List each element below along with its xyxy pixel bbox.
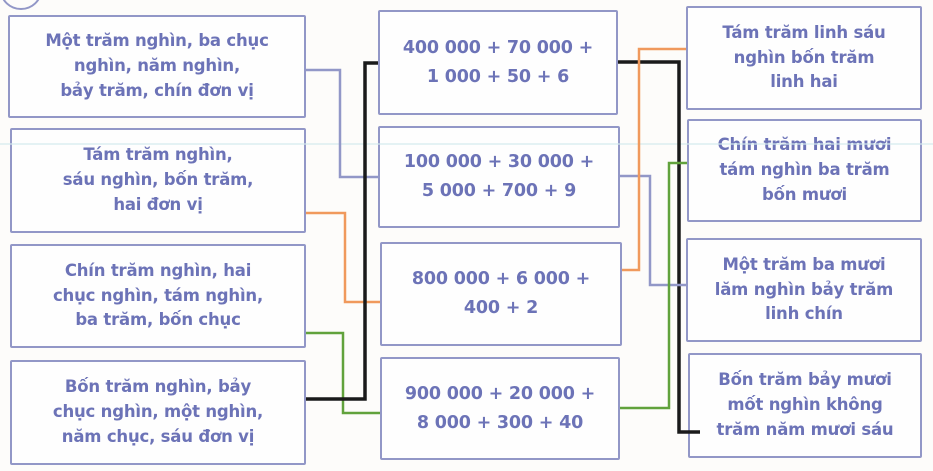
- connector-middle-3-to-right-1: [622, 47, 686, 272]
- right-box-4-text: Bốn trăm bảy mươi mốt nghìn không trăm n…: [716, 370, 894, 439]
- left-box-3[interactable]: Chín trăm nghìn, hai chục nghìn, tám ngh…: [10, 244, 306, 348]
- right-box-1[interactable]: Tám trăm linh sáu nghìn bốn trăm linh ha…: [686, 6, 922, 110]
- left-box-3-text: Chín trăm nghìn, hai chục nghìn, tám ngh…: [52, 260, 264, 330]
- left-box-1-text: Một trăm nghìn, ba chục nghìn, năm nghìn…: [45, 31, 269, 100]
- middle-box-4[interactable]: 900 000 + 20 000 + 8 000 + 300 + 40: [380, 357, 620, 460]
- left-box-4[interactable]: Bốn trăm nghìn, bảy chục nghìn, một nghì…: [10, 360, 306, 465]
- right-box-2-text: Chín trăm hai mươi tám nghìn ba trăm bốn…: [717, 135, 892, 204]
- left-box-1[interactable]: Một trăm nghìn, ba chục nghìn, năm nghìn…: [8, 15, 306, 118]
- middle-box-1[interactable]: 400 000 + 70 000 + 1 000 + 50 + 6: [378, 10, 618, 115]
- connector-left-2-to-middle-3: [306, 211, 380, 304]
- left-box-2-text: Tám trăm nghìn, sáu nghìn, bốn trăm, hai…: [62, 145, 254, 214]
- left-box-2[interactable]: Tám trăm nghìn, sáu nghìn, bốn trăm, hai…: [10, 128, 306, 233]
- middle-box-2[interactable]: 100 000 + 30 000 + 5 000 + 700 + 9: [378, 126, 620, 228]
- right-box-1-text: Tám trăm linh sáu nghìn bốn trăm linh ha…: [722, 22, 886, 92]
- middle-box-3-text: 800 000 + 6 000 + 400 + 2: [411, 269, 591, 318]
- connector-middle-2-to-right-3: [620, 174, 686, 287]
- middle-box-2-text: 100 000 + 30 000 + 5 000 + 700 + 9: [403, 152, 595, 201]
- connector-left-4-to-middle-1: [306, 61, 378, 401]
- right-box-4[interactable]: Bốn trăm bảy mươi mốt nghìn không trăm n…: [688, 353, 922, 458]
- left-box-4-text: Bốn trăm nghìn, bảy chục nghìn, một nghì…: [52, 377, 264, 446]
- exercise-badge-arc: [2, 0, 40, 10]
- right-box-3-text: Một trăm ba mươi lăm nghìn bảy trăm linh…: [714, 254, 894, 324]
- right-box-2[interactable]: Chín trăm hai mươi tám nghìn ba trăm bốn…: [687, 119, 922, 222]
- middle-box-1-text: 400 000 + 70 000 + 1 000 + 50 + 6: [402, 37, 594, 87]
- right-box-3[interactable]: Một trăm ba mươi lăm nghìn bảy trăm linh…: [686, 238, 922, 342]
- connector-left-3-to-middle-4: [306, 331, 380, 415]
- middle-box-3[interactable]: 800 000 + 6 000 + 400 + 2: [380, 242, 622, 346]
- middle-box-4-text: 900 000 + 20 000 + 8 000 + 300 + 40: [404, 383, 596, 433]
- connector-middle-4-to-right-2: [620, 161, 687, 410]
- connector-left-1-to-middle-2: [306, 68, 378, 179]
